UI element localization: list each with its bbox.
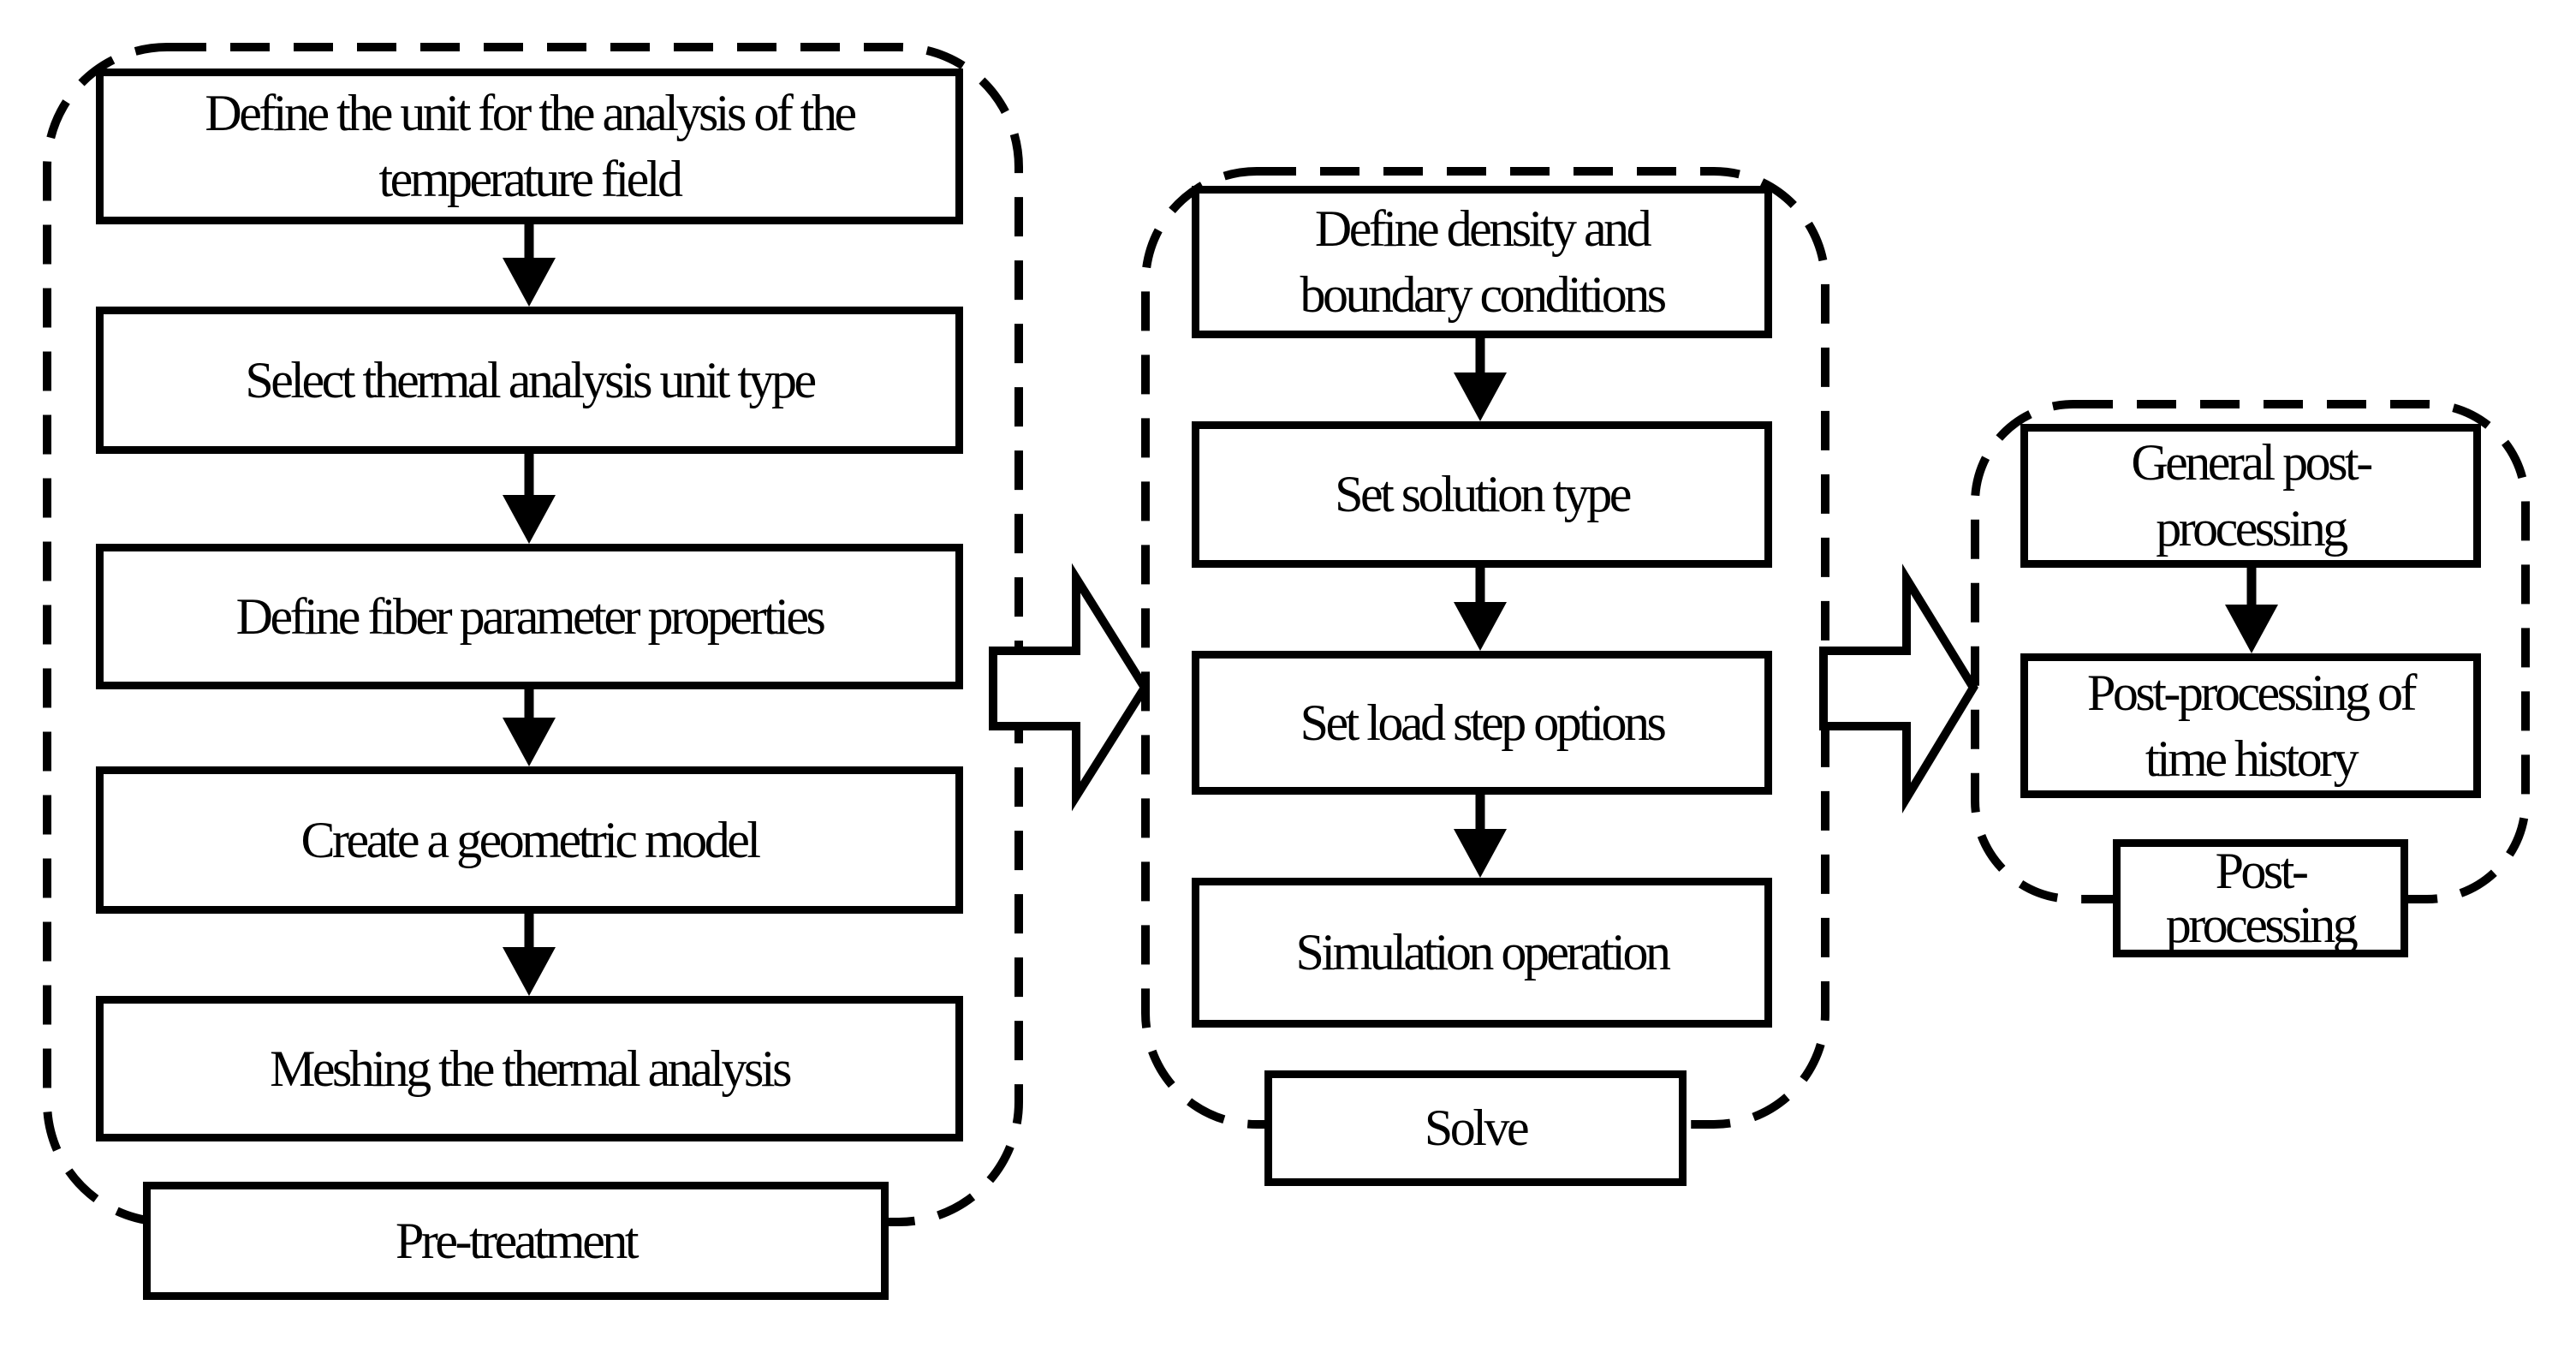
step-box-post-processing-time-history: Post-processing of time history	[2020, 653, 2481, 798]
step-box-define-fiber-parameters: Define fiber parameter properties	[96, 544, 963, 689]
phase-label-pre-treatment: Pre-treatment	[143, 1182, 889, 1300]
step-box-create-geometric-model: Create a geometric model	[96, 766, 963, 914]
down-arrow-icon	[503, 914, 556, 996]
down-arrow-icon	[1454, 795, 1507, 878]
step-box-define-unit: Define the unit for the analysis of the …	[96, 69, 963, 224]
step-box-set-solution-type: Set solution type	[1192, 421, 1772, 568]
down-arrow-icon	[503, 224, 556, 307]
solve-phase-border	[1141, 167, 1829, 1129]
step-box-general-post-processing: General post- processing	[2020, 424, 2481, 568]
post-processing-phase-border	[1971, 400, 2530, 903]
step-box-select-thermal-unit-type: Select thermal analysis unit type	[96, 307, 963, 454]
right-block-arrow-icon	[989, 563, 1150, 812]
step-box-set-load-step-options: Set load step options	[1192, 651, 1772, 795]
step-box-define-density-boundary: Define density and boundary conditions	[1192, 186, 1772, 338]
down-arrow-icon	[503, 689, 556, 766]
down-arrow-icon	[2225, 568, 2278, 653]
step-box-meshing-thermal-analysis: Meshing the thermal analysis	[96, 996, 963, 1141]
down-arrow-icon	[503, 454, 556, 544]
down-arrow-icon	[1454, 568, 1507, 651]
down-arrow-icon	[1454, 338, 1507, 421]
phase-label-solve: Solve	[1264, 1070, 1687, 1186]
step-box-simulation-operation: Simulation operation	[1192, 878, 1772, 1028]
right-block-arrow-icon	[1819, 563, 1978, 814]
phase-label-post-processing: Post- processing	[2113, 839, 2408, 957]
